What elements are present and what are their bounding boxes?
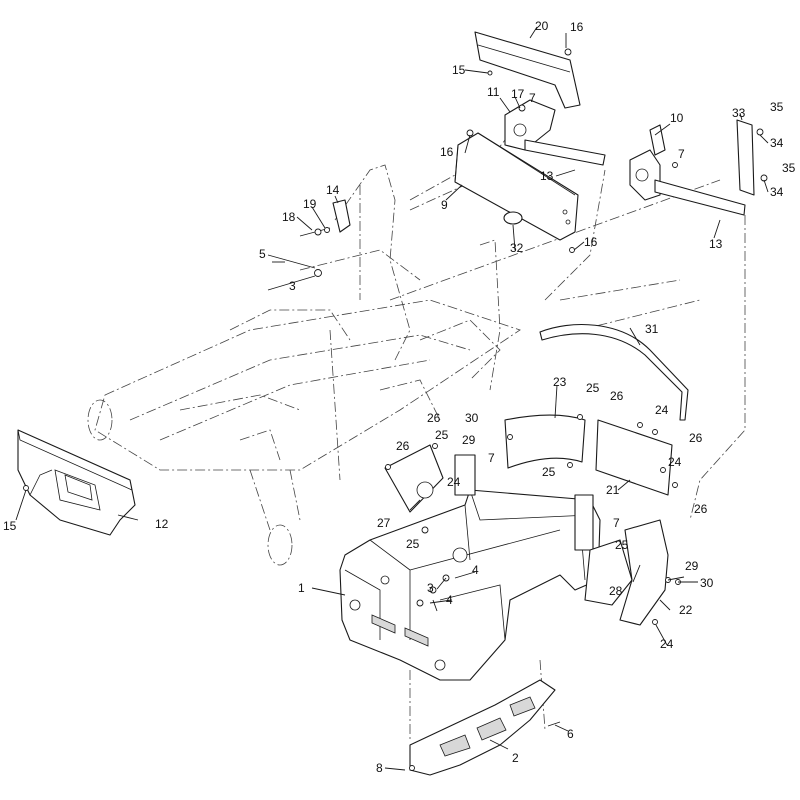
callout-1: 1 [298, 581, 305, 595]
callout-30: 30 [700, 576, 714, 590]
callout-9: 9 [441, 198, 448, 212]
callout-12: 12 [155, 517, 169, 531]
callout-35: 35 [782, 161, 796, 175]
callout-35: 35 [770, 100, 784, 114]
callout-22: 22 [679, 603, 693, 617]
callout-33: 33 [732, 106, 746, 120]
callout-32: 32 [510, 241, 524, 255]
callout-5: 5 [259, 247, 266, 261]
part-27-inner-shield [384, 443, 444, 513]
part-2-skid-plate [409, 679, 561, 776]
callout-7: 7 [529, 91, 536, 105]
callout-3: 3 [289, 279, 296, 293]
callout-18: 18 [282, 210, 296, 224]
callout-29: 29 [685, 559, 699, 573]
callout-25: 25 [435, 428, 449, 442]
part-31-tube [539, 324, 689, 421]
callout-24: 24 [668, 455, 682, 469]
callout-7: 7 [613, 516, 620, 530]
callout-16: 16 [440, 145, 454, 159]
callout-6: 6 [567, 727, 574, 741]
callout-24: 24 [655, 403, 669, 417]
callout-26: 26 [396, 439, 410, 453]
callout-4: 4 [446, 593, 453, 607]
part-22-shield [619, 519, 681, 626]
callout-29: 29 [462, 433, 476, 447]
callout-10: 10 [670, 111, 684, 125]
callout-25: 25 [615, 538, 629, 552]
callout-34: 34 [770, 136, 784, 150]
callout-13: 13 [709, 237, 723, 251]
callout-25: 25 [406, 537, 420, 551]
callout-24: 24 [660, 637, 674, 651]
callout-2: 2 [512, 751, 519, 765]
callout-21: 21 [606, 483, 620, 497]
callout-17: 17 [511, 87, 525, 101]
callout-15: 15 [3, 519, 17, 533]
callout-labels: 1 2 3 3 4 4 5 6 7 7 7 7 8 9 10 11 12 13 … [3, 19, 796, 775]
part-11-pivot-bracket [504, 99, 606, 166]
part-23-shield [504, 414, 586, 469]
callout-24: 24 [447, 475, 461, 489]
ghost-main-frame [87, 139, 746, 740]
callout-26: 26 [694, 502, 708, 516]
part-32-cap [503, 211, 523, 225]
callout-23: 23 [553, 375, 567, 389]
part-1-rear-frame [339, 454, 601, 681]
callout-7: 7 [488, 451, 495, 465]
part-28-shield [584, 539, 633, 606]
callout-11: 11 [487, 85, 500, 99]
bolt-5-upper [267, 254, 322, 291]
callout-8: 8 [376, 761, 383, 775]
callout-31: 31 [645, 322, 659, 336]
callout-13: 13 [540, 169, 554, 183]
callout-14: 14 [326, 183, 340, 197]
callout-16: 16 [584, 235, 598, 249]
callout-20: 20 [535, 19, 549, 33]
callout-28: 28 [609, 584, 623, 598]
callout-34: 34 [770, 185, 784, 199]
callout-30: 30 [465, 411, 479, 425]
part-33-plate [736, 119, 768, 196]
callout-26: 26 [689, 431, 703, 445]
part-12-front-bumper [17, 429, 136, 536]
part-10-right-bracket [629, 124, 746, 216]
leader-lines [15, 26, 769, 771]
callout-25: 25 [542, 465, 556, 479]
part-21-side-panel [595, 419, 678, 496]
part-20-top-panel [474, 31, 581, 109]
callout-16: 16 [570, 20, 584, 34]
callout-25: 25 [586, 381, 600, 395]
callout-3: 3 [427, 581, 434, 595]
callout-19: 19 [303, 197, 317, 211]
callout-7: 7 [678, 147, 685, 161]
callout-15: 15 [452, 63, 466, 77]
callout-4: 4 [472, 563, 479, 577]
part-14-mount-bracket [299, 199, 351, 237]
callout-26: 26 [610, 389, 624, 403]
part-9-crossmember [454, 129, 579, 253]
callout-27: 27 [377, 516, 391, 530]
callout-26: 26 [427, 411, 441, 425]
